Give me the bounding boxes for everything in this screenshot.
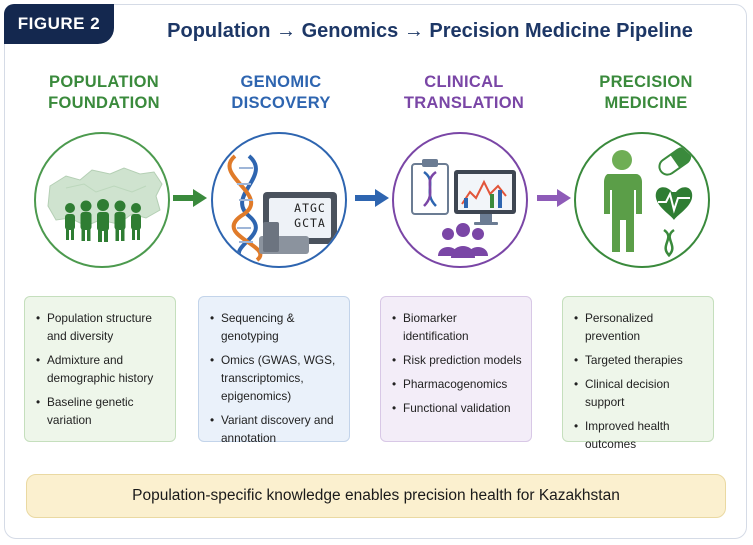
list-item: Risk prediction models: [392, 351, 523, 369]
list-item: Population structure and diversity: [36, 309, 167, 345]
list-item: Clinical decision support: [574, 375, 705, 411]
list-item: Personalized prevention: [574, 309, 705, 345]
list-item: Functional validation: [392, 399, 523, 417]
dna-sequence-line: GCTA: [294, 216, 326, 230]
population-map-icon: [34, 132, 170, 268]
stage-title-clinical: CLINICAL TRANSLATION: [384, 72, 544, 114]
clinical-dashboard-icon: [392, 132, 528, 268]
summary-banner: Population-specific knowledge enables pr…: [26, 474, 726, 518]
list-item: Baseline genetic variation: [36, 393, 167, 429]
stage-title-genomic: GENOMIC DISCOVERY: [201, 72, 361, 114]
arrow-right-icon: [173, 189, 207, 207]
dna-sequence-line: ATGC: [294, 201, 326, 215]
stage-title-line: GENOMIC: [240, 73, 322, 91]
list-item: Omics (GWAS, WGS, transcriptomics, epige…: [210, 351, 341, 405]
dna-sequencer-icon: [211, 132, 347, 268]
list-item: Sequencing & genotyping: [210, 309, 341, 345]
stage-title-population: POPULATION FOUNDATION: [24, 72, 184, 114]
stage-title-line: FOUNDATION: [48, 94, 160, 112]
stage-title-line: PRECISION: [599, 73, 693, 91]
stage-box-clinical: Biomarker identification Risk prediction…: [380, 296, 532, 442]
stage-box-population: Population structure and diversity Admix…: [24, 296, 176, 442]
stage-title-line: TRANSLATION: [403, 94, 525, 112]
list-item: Variant discovery and annotation: [210, 411, 341, 447]
arrow-right-icon: [537, 189, 571, 207]
patient-care-icon: [574, 132, 710, 268]
figure-label: FIGURE 2: [4, 4, 114, 44]
stage-title-line: MEDICINE: [604, 94, 688, 112]
stage-title-line: POPULATION: [49, 73, 159, 91]
list-item: Improved health outcomes: [574, 417, 705, 453]
stage-title-precision: PRECISION MEDICINE: [566, 72, 726, 114]
stage-box-genomic: Sequencing & genotyping Omics (GWAS, WGS…: [198, 296, 350, 445]
stage-title-line: DISCOVERY: [231, 94, 331, 112]
list-item: Targeted therapies: [574, 351, 705, 369]
stage-box-precision: Personalized prevention Targeted therapi…: [562, 296, 714, 451]
figure-title: Population → Genomics → Precision Medici…: [167, 20, 693, 42]
dna-sequence-text: ATGC GCTA: [282, 201, 338, 231]
list-item: Biomarker identification: [392, 309, 523, 345]
list-item: Admixture and demographic history: [36, 351, 167, 387]
arrow-right-icon: [355, 189, 389, 207]
stage-title-line: CLINICAL: [424, 73, 504, 91]
list-item: Pharmacogenomics: [392, 375, 523, 393]
